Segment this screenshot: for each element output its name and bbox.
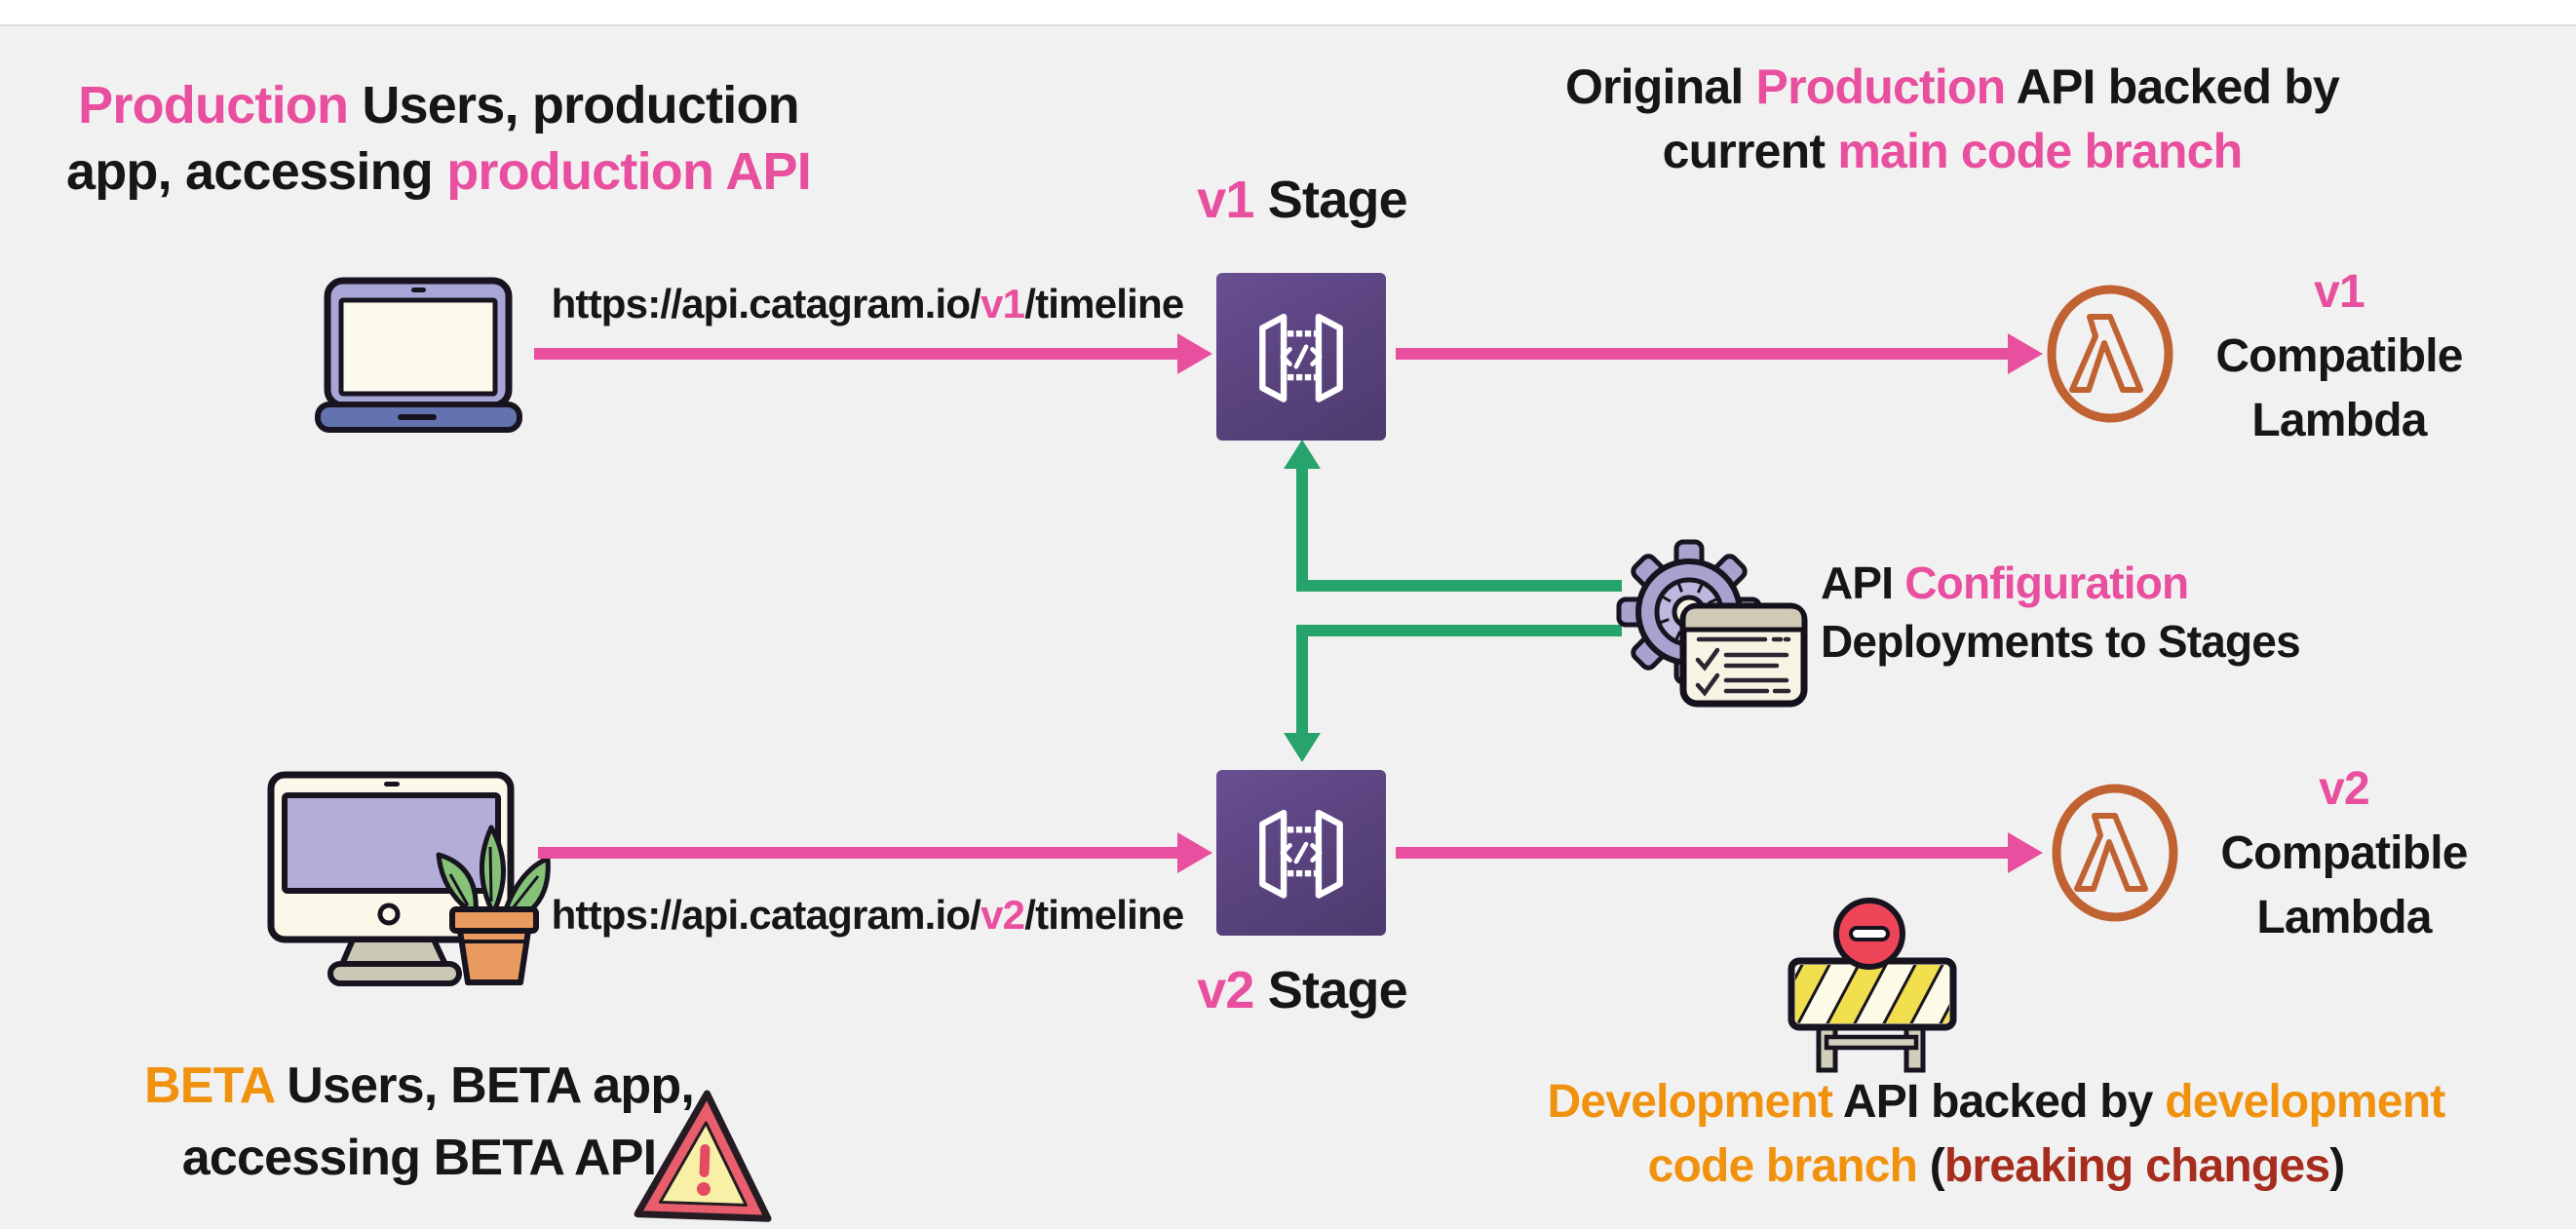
note-line: code branch (breaking changes)	[1647, 1140, 2346, 1192]
v1-stage-label: v1 Stage	[1197, 171, 1408, 229]
lambda-icon	[2047, 780, 2183, 931]
desktop-icon	[267, 771, 515, 986]
v1-lambda-label: v1 Compatible Lambda	[2215, 266, 2463, 446]
v1-lambda-arrow	[1396, 333, 2043, 374]
api-gateway-icon	[1259, 809, 1343, 899]
lambda-icon	[2042, 281, 2178, 432]
note-line: Development API backed by development	[1547, 1076, 2446, 1128]
note-line: Production Users, production	[78, 76, 799, 134]
v1-request-url: https://api.catagram.io/v1/timeline	[551, 281, 1185, 326]
production-users-note: Production Users, production app, access…	[58, 72, 819, 205]
deploy-arrow-up	[1296, 466, 1308, 592]
laptop-icon	[314, 275, 523, 441]
v2-stage-box	[1216, 770, 1386, 936]
v2-request-url: https://api.catagram.io/v2/timeline	[551, 892, 1185, 938]
note-line: current main code branch	[1662, 124, 2244, 178]
note-line: Original Production API backed by	[1564, 59, 2340, 114]
warning-triangle-icon	[629, 1085, 780, 1229]
deploy-arrow-down-line	[1296, 625, 1622, 636]
deploy-arrow-up-line	[1296, 580, 1622, 592]
note-line: API Configuration	[1821, 557, 2189, 608]
development-api-note: Development API backed by development co…	[1509, 1070, 2483, 1199]
checklist-icon	[1679, 602, 1808, 708]
desktop-with-plant-icon	[263, 765, 560, 999]
construction-barrier-icon	[1782, 895, 1962, 1080]
deploy-arrow-up-head	[1284, 440, 1321, 469]
v2-lambda-arrow	[1396, 832, 2043, 873]
note-line: app, accessing production API	[66, 142, 812, 201]
v2-stage-label: v2 Stage	[1197, 961, 1408, 1019]
original-api-note: Original Production API backed by curren…	[1514, 55, 2391, 183]
deploy-arrow-down	[1296, 625, 1308, 734]
api-gateway-icon	[1259, 313, 1343, 403]
v2-lambda-label: v2 Compatible Lambda	[2220, 763, 2468, 943]
v2-request-arrow	[538, 832, 1212, 873]
top-band	[0, 0, 2576, 26]
deploy-arrow-down-head	[1284, 733, 1321, 762]
plant-icon	[436, 825, 551, 985]
v1-stage-box	[1216, 273, 1386, 441]
api-configuration-label: API Configuration Deployments to Stages	[1821, 554, 2522, 671]
note-line: BETA Users, BETA app,	[144, 1057, 695, 1114]
beta-users-note: BETA Users, BETA app, accessing BETA API	[78, 1050, 760, 1194]
v1-request-arrow	[534, 333, 1212, 374]
gear-checklist-icon	[1613, 536, 1813, 716]
